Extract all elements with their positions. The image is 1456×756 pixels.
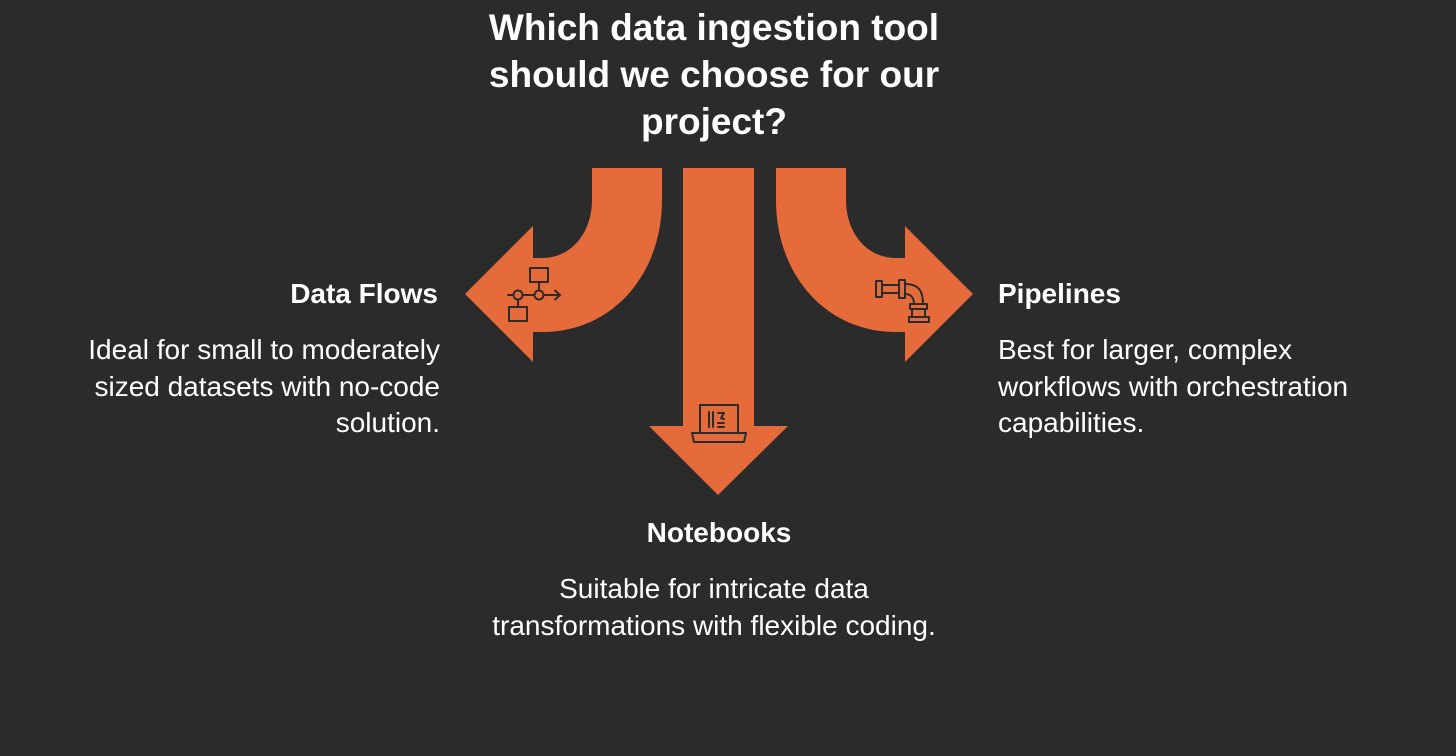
flowchart-icon [507,267,561,322]
down-arrow [649,168,788,495]
pipe-icon [875,279,930,323]
notebooks-heading: Notebooks [646,517,792,548]
notebooks-description: Suitable for intricate data transformati… [492,573,936,641]
data-flows-description: Ideal for small to moderately sized data… [88,334,440,438]
right-arrow [776,168,973,362]
left-arrow [465,168,662,362]
laptop-code-icon [691,404,747,443]
pipelines-description: Best for larger, complex workflows with … [998,334,1349,438]
data-flows-heading: Data Flows [290,278,438,309]
pipelines-heading: Pipelines [998,278,1121,309]
diagram-title: Which data ingestion tool should we choo… [488,7,940,142]
